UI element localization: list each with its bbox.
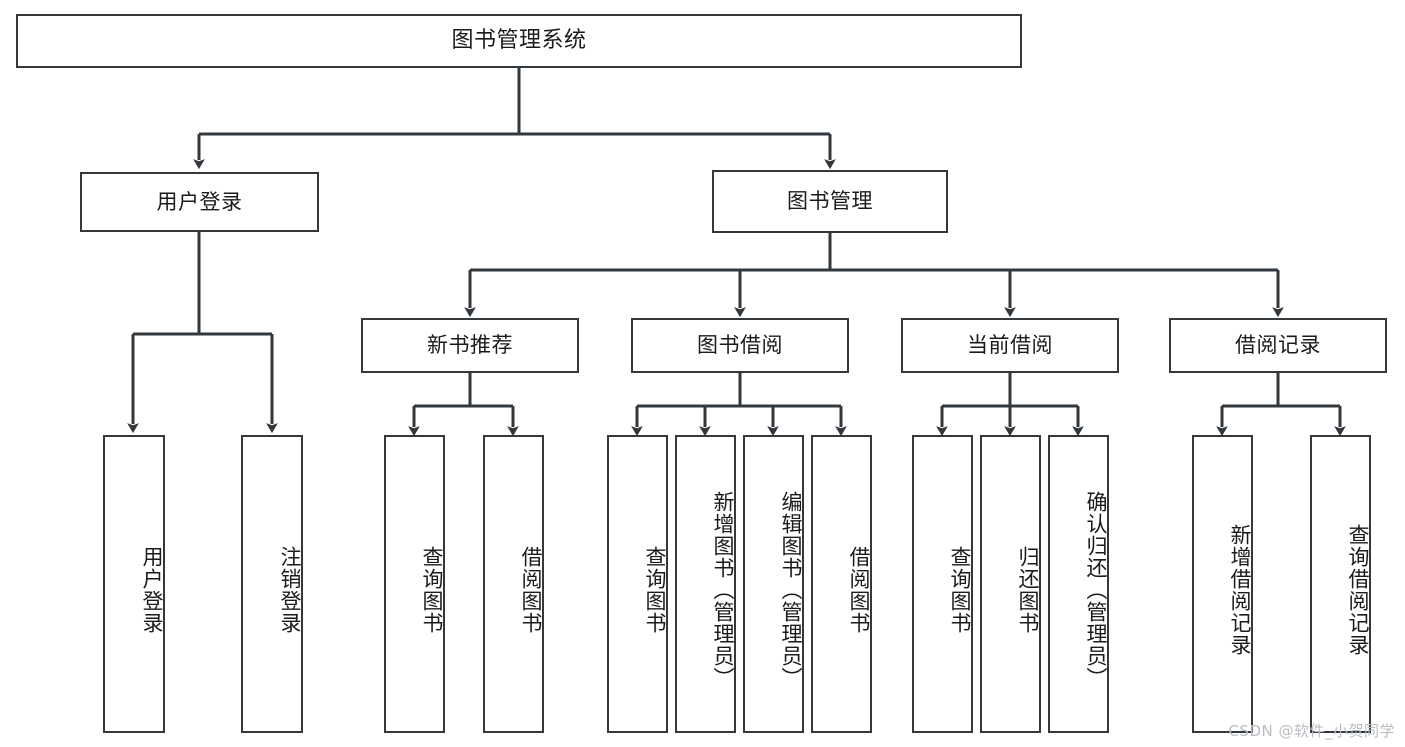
leaf-book-borrow-add-book-admin[interactable]: 新增图书（管理员） <box>675 435 736 733</box>
node-label: 图书管理 <box>787 189 873 214</box>
node-label: 借阅图书 <box>519 546 543 634</box>
node-label: 用户登录 <box>156 189 243 214</box>
node-label: 借阅图书 <box>847 546 871 634</box>
leaf-borrow-record-query-record[interactable]: 查询借阅记录 <box>1310 435 1371 733</box>
leaf-book-borrow-query-book[interactable]: 查询图书 <box>607 435 668 733</box>
node-label: 确认归还（管理员） <box>1084 491 1108 689</box>
node-label: 归还图书 <box>1016 546 1040 634</box>
leaf-user-login-signout[interactable]: 注销登录 <box>241 435 303 733</box>
node-label: 查询借阅记录 <box>1346 524 1370 656</box>
csdn-watermark: CSDN @软件_小贺同学 <box>1228 722 1395 740</box>
node-label: 新书推荐 <box>427 333 513 358</box>
leaf-borrow-record-add-record[interactable]: 新增借阅记录 <box>1192 435 1253 733</box>
leaf-book-borrow-borrow-book[interactable]: 借阅图书 <box>811 435 872 733</box>
node-book-management[interactable]: 图书管理 <box>712 170 948 233</box>
node-borrow-record[interactable]: 借阅记录 <box>1169 318 1387 373</box>
node-label: 查询图书 <box>948 546 972 634</box>
node-label: 编辑图书（管理员） <box>779 491 803 689</box>
node-label: 新增借阅记录 <box>1228 524 1252 656</box>
node-label: 查询图书 <box>420 546 444 634</box>
node-label: 查询图书 <box>643 546 667 634</box>
node-label: 借阅记录 <box>1235 333 1321 358</box>
node-label: 注销登录 <box>278 546 302 634</box>
leaf-current-borrow-return-book[interactable]: 归还图书 <box>980 435 1041 733</box>
node-label: 当前借阅 <box>967 333 1053 358</box>
node-current-borrow[interactable]: 当前借阅 <box>901 318 1119 373</box>
leaf-new-book-borrow-book[interactable]: 借阅图书 <box>483 435 544 733</box>
node-book-borrow[interactable]: 图书借阅 <box>631 318 849 373</box>
leaf-current-borrow-confirm-return-admin[interactable]: 确认归还（管理员） <box>1048 435 1109 733</box>
leaf-user-login-signin[interactable]: 用户登录 <box>103 435 165 733</box>
node-root-system[interactable]: 图书管理系统 <box>16 14 1022 68</box>
node-label: 新增图书（管理员） <box>711 491 735 689</box>
node-user-login[interactable]: 用户登录 <box>80 172 319 232</box>
node-label: 图书借阅 <box>697 333 783 358</box>
node-label: 图书管理系统 <box>451 28 587 54</box>
leaf-book-borrow-edit-book-admin[interactable]: 编辑图书（管理员） <box>743 435 804 733</box>
leaf-current-borrow-query-book[interactable]: 查询图书 <box>912 435 973 733</box>
node-new-book-recommend[interactable]: 新书推荐 <box>361 318 579 373</box>
node-label: 用户登录 <box>140 546 164 634</box>
leaf-new-book-query-book[interactable]: 查询图书 <box>384 435 445 733</box>
